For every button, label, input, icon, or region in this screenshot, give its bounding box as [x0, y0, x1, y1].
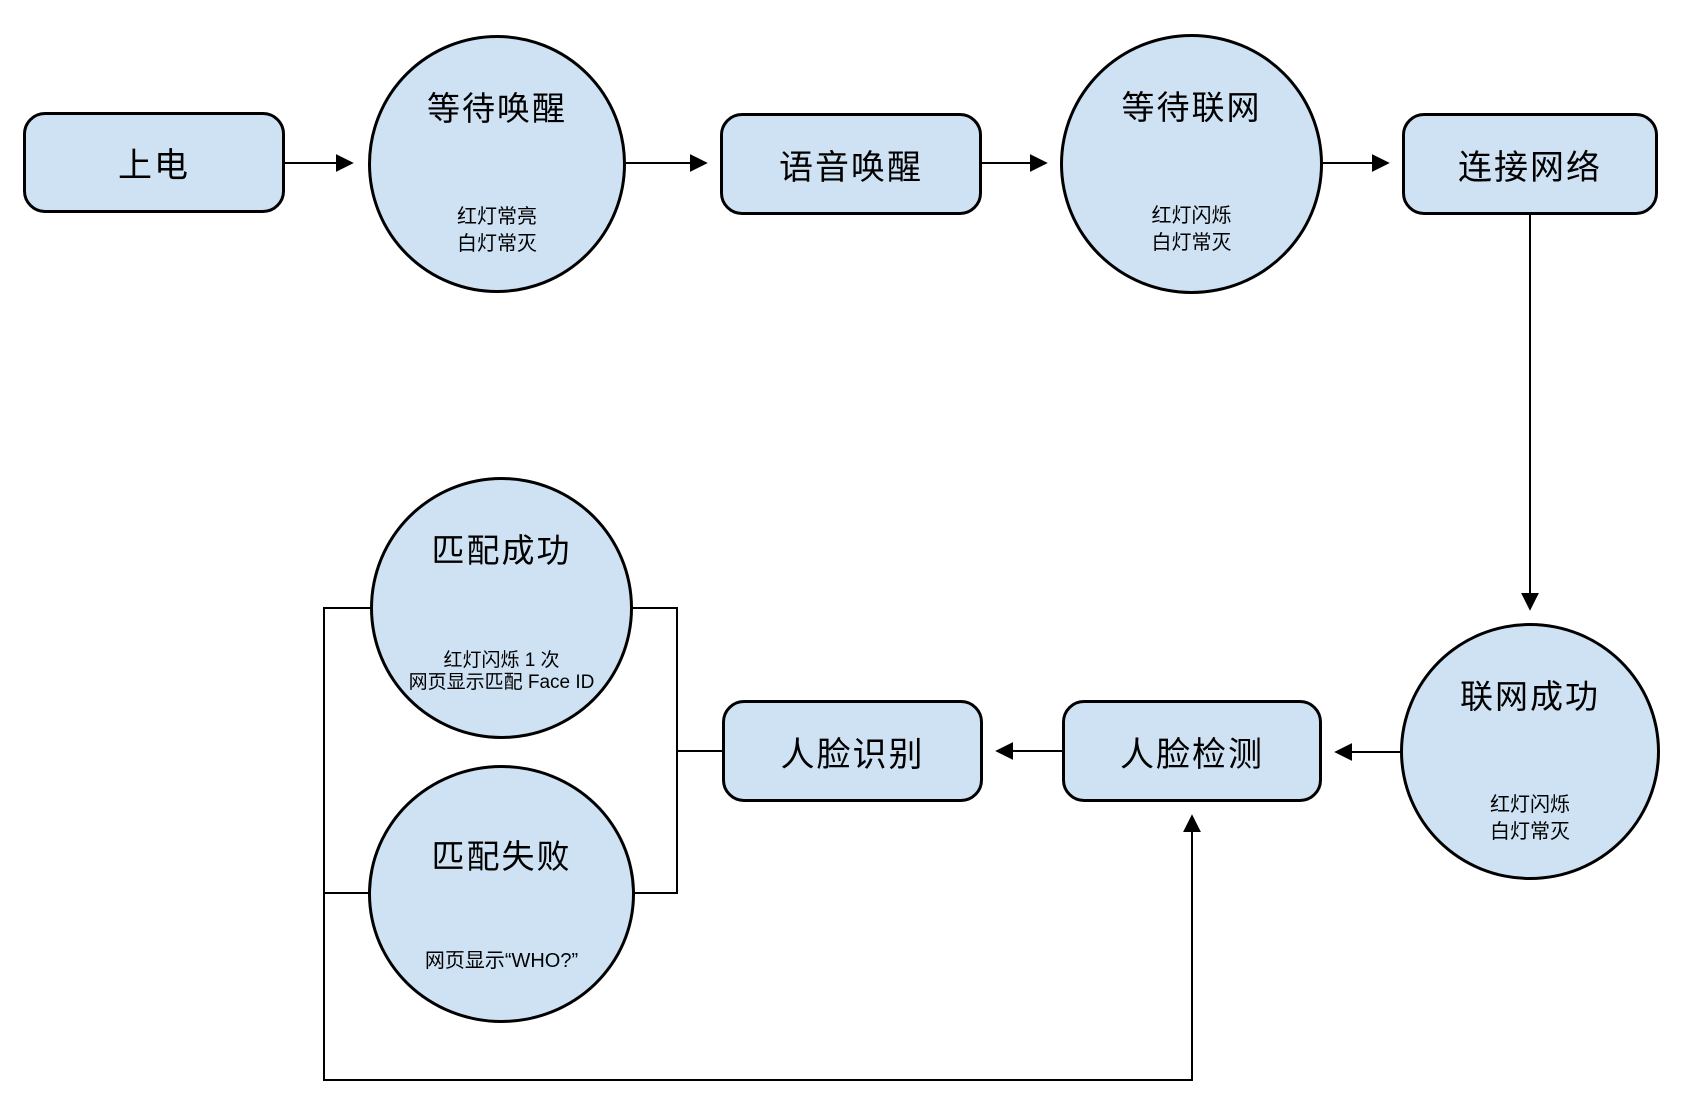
led-note-line1: 红灯闪烁: [1151, 205, 1232, 227]
node-face-recognize: 人脸识别: [722, 700, 983, 802]
led-note-line1: 红灯闪烁: [1490, 794, 1570, 816]
node-network-success: 联网成功 红灯闪烁 白灯常灭: [1400, 623, 1660, 880]
led-note-line2: 白灯常灭: [457, 233, 537, 255]
led-note-line2: 白灯常灭: [1490, 821, 1570, 843]
node-face-detect: 人脸检测: [1062, 700, 1322, 802]
node-network-success-note: 红灯闪烁 白灯常灭: [1403, 792, 1657, 846]
node-match-success-note: 红灯闪烁 1 次 网页显示匹配 Face ID: [373, 650, 630, 694]
node-voice-wake-label: 语音唤醒: [779, 148, 923, 187]
connector-loopback-to-facedetect: [323, 607, 1201, 1081]
node-wait-network-note: 红灯闪烁 白灯常灭: [1063, 203, 1320, 257]
node-match-fail-note: 网页显示“WHO?”: [371, 948, 632, 975]
node-match-fail: 匹配失败 网页显示“WHO?”: [368, 765, 635, 1023]
led-note-line1: 红灯闪烁 1 次: [443, 650, 560, 671]
node-connect-network-label: 连接网络: [1458, 148, 1602, 187]
node-face-detect-label: 人脸检测: [1120, 735, 1264, 774]
led-note-line1: 红灯常亮: [457, 206, 537, 228]
node-network-success-label: 联网成功: [1460, 678, 1600, 715]
node-wait-wake: 等待唤醒 红灯常亮 白灯常灭: [368, 35, 626, 293]
led-note-line2: 白灯常灭: [1151, 232, 1232, 254]
node-voice-wake: 语音唤醒: [720, 113, 982, 215]
web-note-line2: 网页显示匹配 Face ID: [408, 672, 595, 693]
node-face-recognize-label: 人脸识别: [780, 735, 925, 774]
node-wait-network: 等待联网 红灯闪烁 白灯常灭: [1060, 34, 1323, 294]
node-match-success-label: 匹配成功: [431, 532, 572, 569]
node-wait-wake-note: 红灯常亮 白灯常灭: [371, 204, 623, 258]
node-connect-network: 连接网络: [1402, 113, 1658, 215]
node-power-on: 上电: [23, 112, 285, 213]
web-note-line1: 网页显示“WHO?”: [424, 950, 579, 972]
node-match-fail-label: 匹配失败: [431, 838, 572, 875]
node-power-on-label: 上电: [118, 147, 190, 185]
node-wait-wake-label: 等待唤醒: [427, 90, 567, 127]
node-wait-network-label: 等待联网: [1121, 89, 1262, 126]
connector-facerecognize-branch: [633, 607, 722, 894]
node-match-success: 匹配成功 红灯闪烁 1 次 网页显示匹配 Face ID: [370, 477, 633, 739]
